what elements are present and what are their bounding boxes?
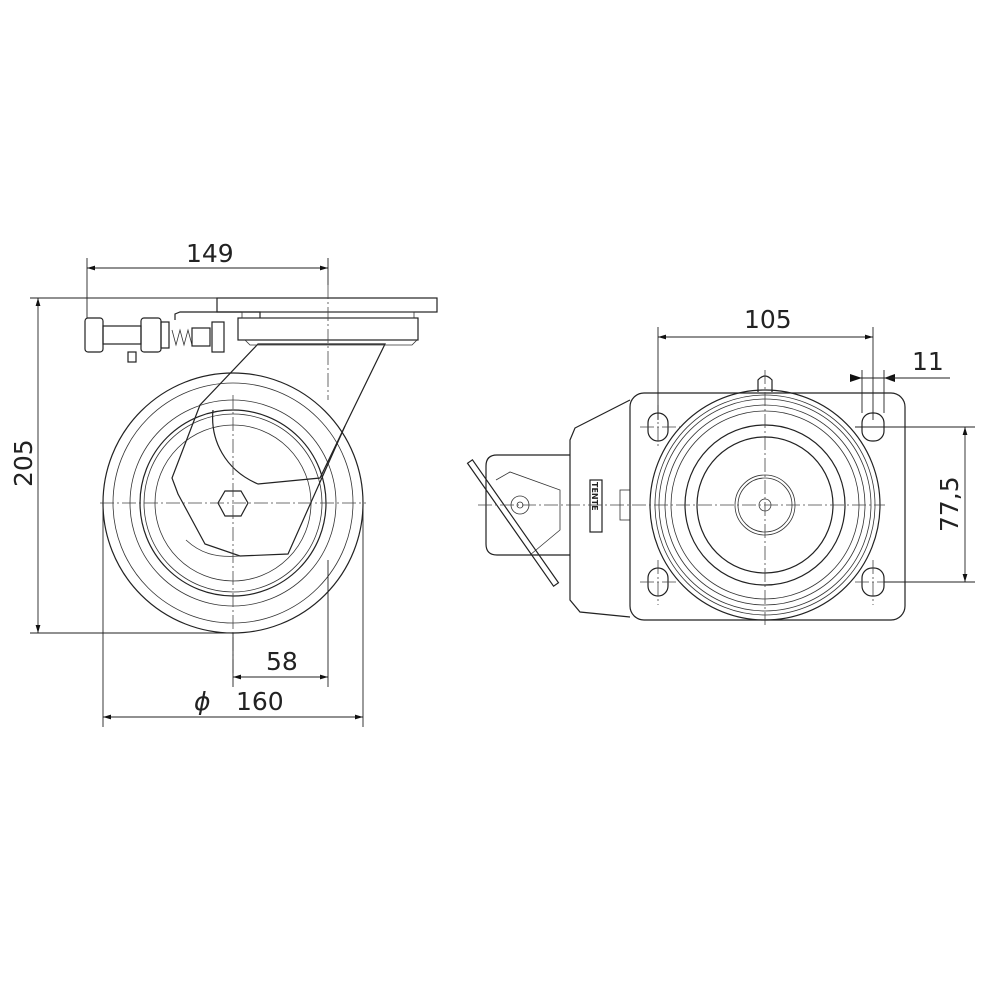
side-view: 149 205 58 ϕ 160 <box>9 239 438 727</box>
top-view: TENTE 105 <box>466 305 975 625</box>
extension-lines <box>30 258 364 727</box>
centerlines <box>478 370 890 625</box>
dim-hole-width-label: 11 <box>912 347 944 376</box>
brake-housing: TENTE <box>466 399 631 618</box>
diameter-symbol: ϕ <box>194 687 211 716</box>
dim-hole-spacing-x-label: 105 <box>744 305 792 334</box>
dim-height-label: 205 <box>9 439 38 487</box>
brake-lock-pin <box>84 317 225 363</box>
brand-logo: TENTE <box>590 482 599 511</box>
dim-offset-label: 58 <box>266 647 298 676</box>
brake-pedal <box>466 459 560 587</box>
centerlines <box>100 285 366 675</box>
extension-lines <box>657 327 975 583</box>
dim-width-label: 149 <box>186 239 234 268</box>
dim-diameter-label: 160 <box>236 687 284 716</box>
dim-hole-spacing-y-label: 77,5 <box>935 476 964 532</box>
